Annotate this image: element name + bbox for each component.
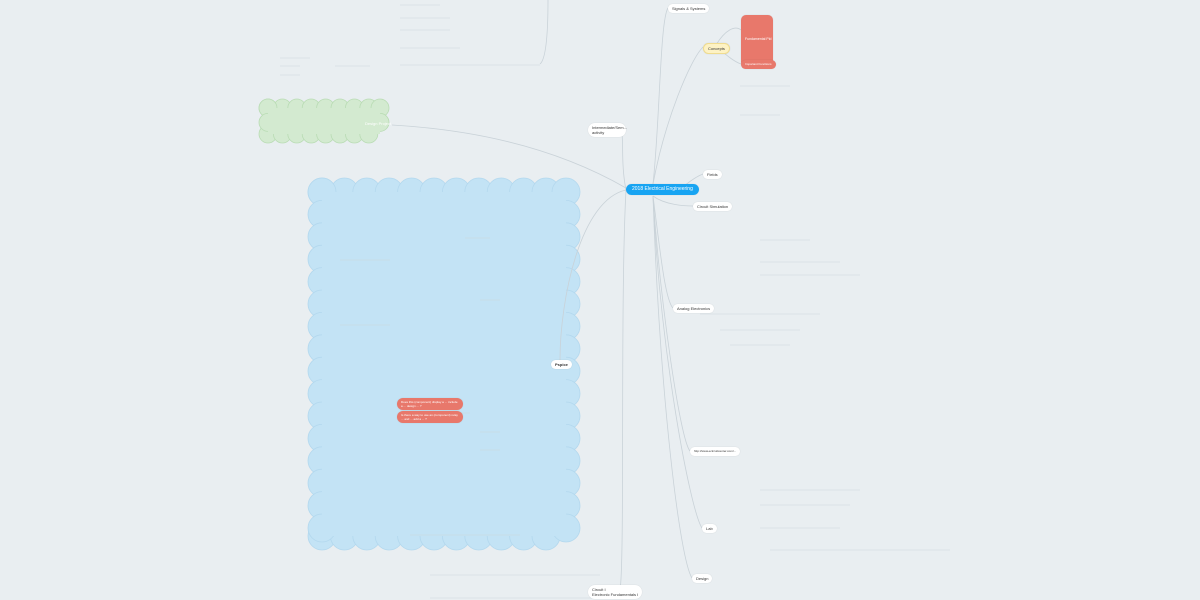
node-design[interactable]: Design xyxy=(692,574,713,583)
node-pspice[interactable]: Pspice xyxy=(551,360,572,369)
node-question-2[interactable]: Is there a way to use an (component) rel… xyxy=(397,411,463,423)
node-concepts[interactable]: Concepts xyxy=(703,43,730,54)
node-lab[interactable]: Lab xyxy=(702,524,717,533)
node-circuit-1[interactable]: Circuit I Electronic Fundamentals I xyxy=(588,585,643,599)
node-important-functions[interactable]: Important Functions xyxy=(741,60,776,69)
node-intermediate[interactable]: Intermediate/Sem... activity xyxy=(588,123,627,137)
node-circuit-simulation[interactable]: Circuit Simulation xyxy=(693,202,733,211)
design-project-cloud xyxy=(258,98,390,144)
central-topic[interactable]: 2018 Electrical Engineering xyxy=(626,184,699,195)
node-design-project[interactable]: Design Project xyxy=(365,121,392,126)
pspice-cloud xyxy=(307,177,581,551)
node-signals-systems[interactable]: Signals & Systems xyxy=(668,4,710,13)
node-question-1[interactable]: Does this (component) display a ... incl… xyxy=(397,398,463,410)
node-url[interactable]: http://www.ecircuitcenter.com/... xyxy=(690,447,741,456)
node-fundamental[interactable]: Fundamental Pld xyxy=(741,15,773,67)
node-analog-electronics[interactable]: Analog Electronics xyxy=(673,304,715,313)
branch-connectors xyxy=(391,0,742,591)
node-fields[interactable]: Fields xyxy=(703,170,722,179)
